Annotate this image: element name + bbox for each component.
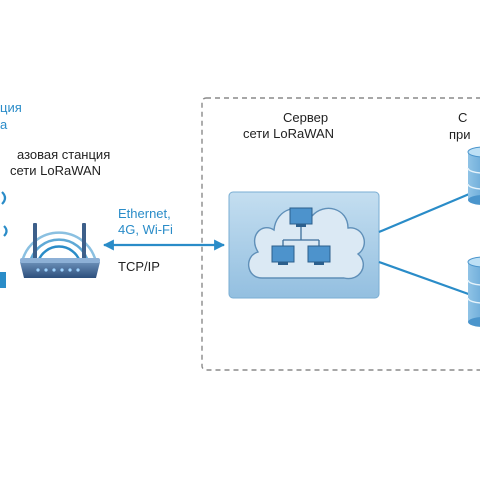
link-label-1: Ethernet, — [118, 206, 171, 221]
gateway-label-1: азовая станция — [17, 147, 111, 162]
left-device-edge — [0, 272, 6, 288]
app-server-partial-label-2: при — [449, 127, 471, 142]
left-partial-label-2: а — [0, 117, 8, 132]
network-server-label-1: Сервер — [283, 110, 329, 125]
connector-upper — [378, 190, 475, 234]
network-computers-icon — [271, 207, 331, 265]
protocol-label: TCP/IP — [118, 259, 160, 274]
network-server-label-2: сети LoRaWAN — [243, 126, 335, 141]
database-icon-lower — [467, 256, 480, 327]
connector-lower — [378, 260, 475, 298]
gateway-label-2: сети LoRaWAN — [10, 163, 102, 178]
left-radio-waves — [1, 191, 8, 237]
app-server-partial-label-1: С — [458, 110, 468, 125]
left-partial-label-1: ция — [0, 100, 22, 115]
link-label-2: 4G, Wi-Fi — [118, 222, 173, 237]
gateway-router-icon — [20, 223, 100, 278]
database-icon-upper — [467, 146, 480, 205]
cloud-region-border — [201, 97, 480, 371]
